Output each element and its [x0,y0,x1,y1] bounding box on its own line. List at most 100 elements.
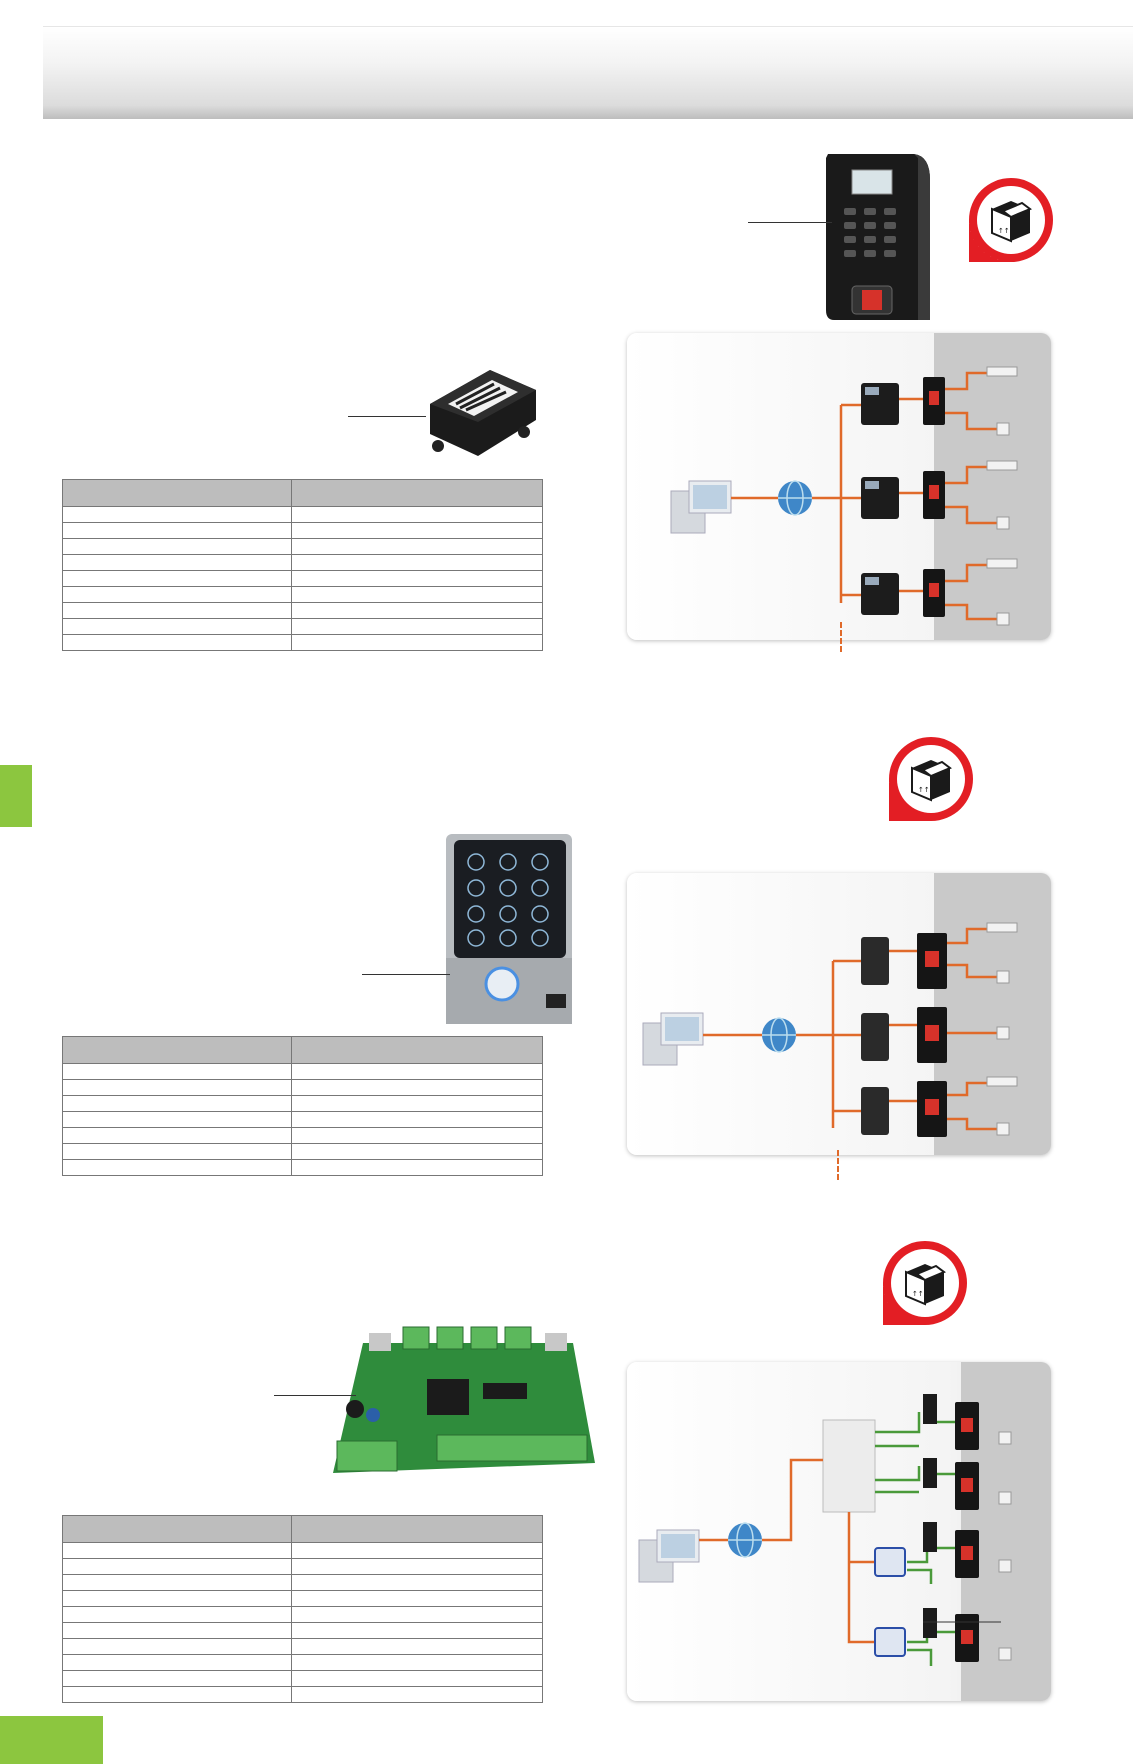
table-row [62,618,543,635]
table-cell [62,506,292,523]
package-box-icon: ↑↑ [883,1241,967,1325]
relay-module-photo [430,370,536,456]
table-header-cell [291,479,543,507]
table-row [62,586,543,603]
table-row [62,1542,543,1559]
computer-icon [670,480,732,534]
table-cell [62,1590,292,1607]
table-cell [62,1111,292,1128]
spec-table-1 [62,479,543,651]
continuation-dashed-line [840,622,842,652]
table-cell [62,618,292,635]
table-header-cell [62,1036,292,1064]
table-cell [291,1063,543,1080]
network-globe-icon [778,480,812,516]
table-row [62,1670,543,1687]
table-cell [62,1622,292,1639]
table-header-cell [291,1036,543,1064]
table-cell [62,1159,292,1176]
table-row [62,1111,543,1128]
table-row [62,1558,543,1575]
table-cell [62,1127,292,1144]
table-cell [62,586,292,603]
table-row [62,1590,543,1607]
table-cell [291,1542,543,1559]
table-cell [62,1542,292,1559]
page-header-band [43,26,1133,119]
network-globe-icon [728,1522,762,1558]
table-row [62,1606,543,1623]
table-cell [291,1622,543,1639]
table-cell [291,1638,543,1655]
table-cell [62,1558,292,1575]
table-cell [62,522,292,539]
table-cell [291,1670,543,1687]
table-cell [291,1654,543,1671]
table-cell [62,1670,292,1687]
table-cell [291,570,543,587]
computer-icon [638,1529,700,1583]
table-row [62,1638,543,1655]
keypad-leader-line [362,974,450,975]
table-row [62,554,543,571]
table-row [62,1622,543,1639]
svg-text:↑↑: ↑↑ [998,227,1010,235]
table-cell [291,634,543,651]
table-cell [62,1095,292,1112]
table-cell [62,1638,292,1655]
table-cell [291,1079,543,1096]
device-leader-line [748,222,832,223]
table-cell [291,522,543,539]
controller-leader-line [274,1395,356,1396]
table-cell [291,1606,543,1623]
footer-page-tab [0,1716,103,1764]
table-header-cell [62,479,292,507]
table-cell [291,1127,543,1144]
table-cell [291,538,543,555]
spec-table-3 [62,1515,543,1703]
controller-board-photo [333,1326,595,1473]
table-cell [62,1606,292,1623]
package-box-icon: ↑↑ [889,737,973,821]
table-cell [291,1558,543,1575]
table-cell [62,570,292,587]
table-cell [62,538,292,555]
table-cell [291,1590,543,1607]
table-cell [62,1654,292,1671]
table-row [62,1063,543,1080]
table-row [62,1127,543,1144]
spec-table-2 [62,1036,543,1176]
table-cell [291,1143,543,1160]
table-row [62,506,543,523]
table-cell [62,1063,292,1080]
network-globe-icon [762,1017,796,1053]
table-row [62,1574,543,1591]
section-side-tab [0,765,32,827]
table-cell [291,618,543,635]
table-row [62,1654,543,1671]
table-cell [62,1574,292,1591]
table-cell [62,602,292,619]
svg-text:↑↑: ↑↑ [918,786,930,794]
table-cell [62,634,292,651]
table-row [62,522,543,539]
table-header-cell [291,1515,543,1543]
table-row [62,1159,543,1176]
table-row [62,634,543,651]
table-cell [291,1574,543,1591]
table-cell [291,586,543,603]
table-header-row [62,479,543,507]
table-row [62,1079,543,1096]
table-cell [291,554,543,571]
fingerprint-terminal-photo [826,154,930,320]
relay-leader-line [348,416,426,417]
table-cell [62,554,292,571]
table-header-row [62,1036,543,1064]
computer-icon [642,1012,704,1066]
table-row [62,1143,543,1160]
table-cell [62,1143,292,1160]
table-cell [291,1686,543,1703]
table-cell [62,1686,292,1703]
table-cell [291,1095,543,1112]
wiring-diagram-3 [627,1362,1051,1701]
